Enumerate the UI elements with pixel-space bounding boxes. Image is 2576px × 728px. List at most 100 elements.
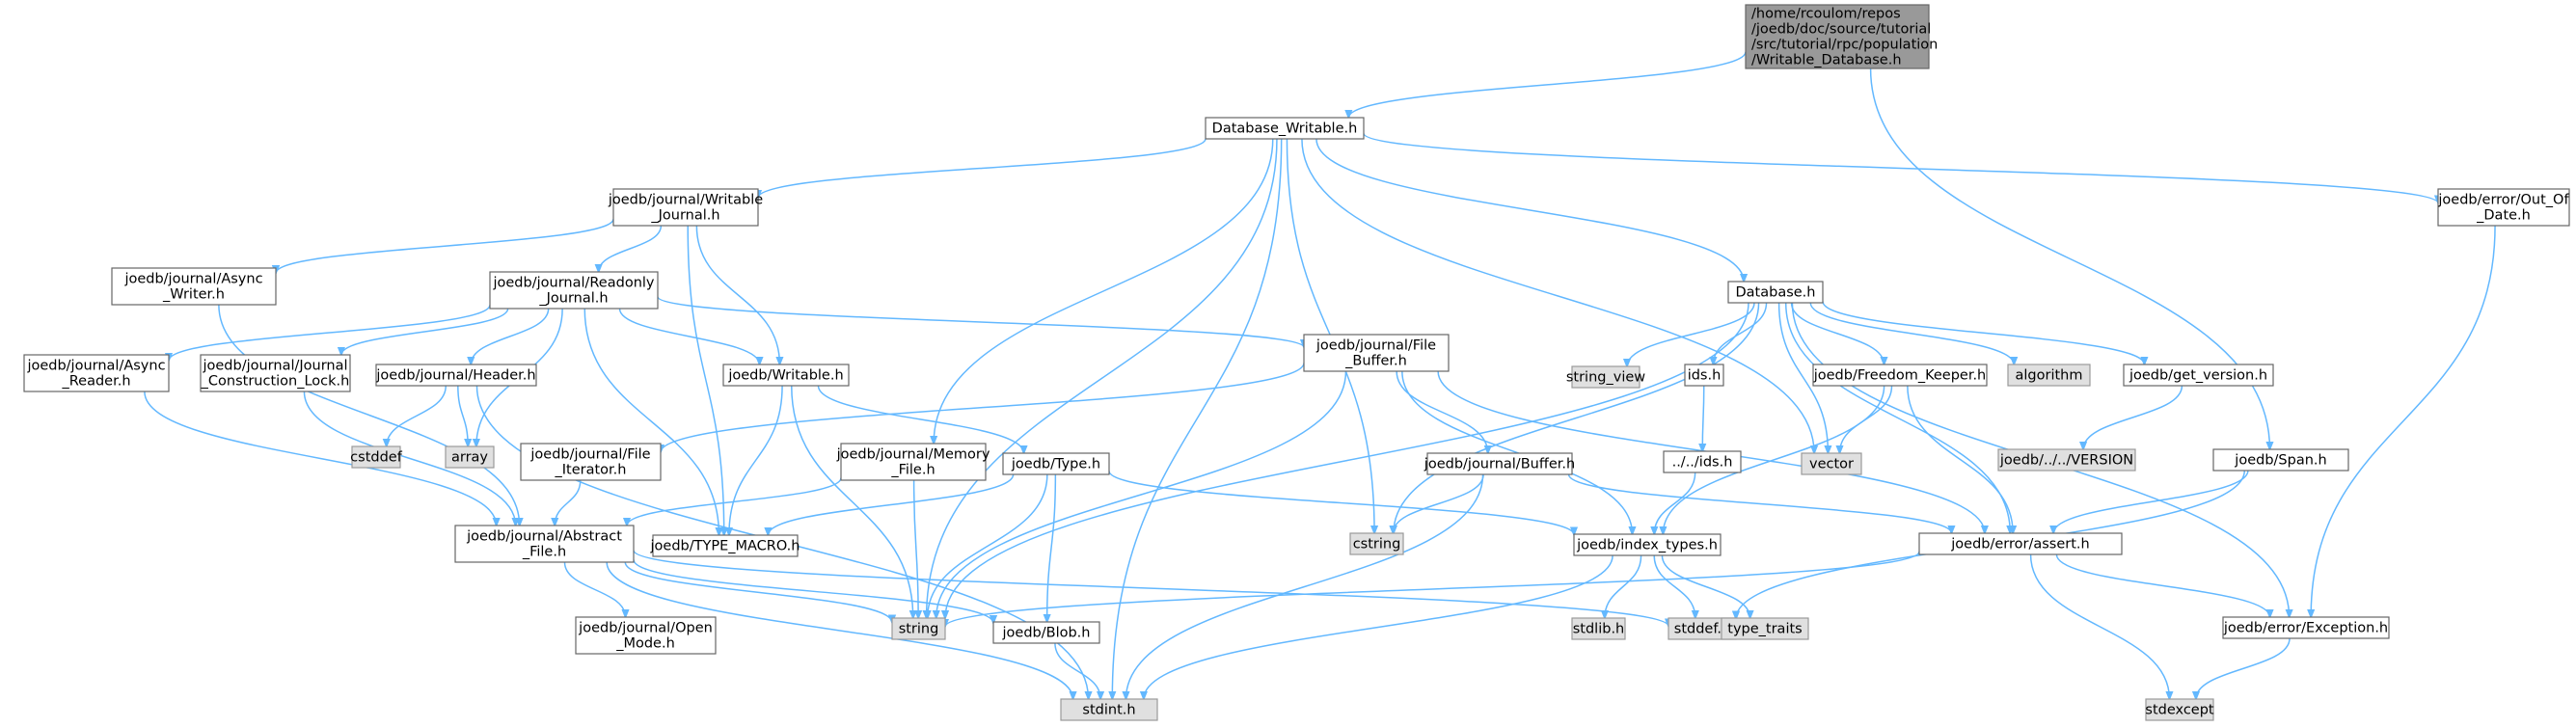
edge-db-to-cstring (1394, 302, 1760, 533)
edge-ids-to-ids2 (1702, 385, 1704, 451)
node-label: /home/rcoulom/repos (1751, 7, 1901, 22)
node-box (1002, 452, 1110, 475)
edge-af-to-string (624, 561, 892, 623)
node-ver[interactable]: joedb/../../VERSION (1997, 448, 2136, 472)
node-label: _Reader.h (61, 374, 130, 390)
node-label: ../../ids.h (1672, 455, 1733, 471)
node-aw[interactable]: joedb/journal/Async_Writer.h (111, 267, 277, 306)
node-box (2145, 698, 2214, 721)
node-label: joedb/error/assert.h (1950, 537, 2089, 553)
node-root[interactable]: /home/rcoulom/repos/joedb/doc/source/tut… (1745, 4, 1938, 69)
edge-it-to-tt (1661, 554, 1749, 618)
edge-db-to-alg (1809, 302, 2014, 364)
node-fk[interactable]: joedb/Freedom_Keeper.h (1812, 364, 1988, 387)
node-ar[interactable]: joedb/journal/Async_Reader.h (23, 354, 170, 392)
node-fb[interactable]: joedb/journal/File_Buffer.h (1303, 334, 1450, 372)
node-assert[interactable]: joedb/error/assert.h (1918, 532, 2123, 555)
edge-wr-to-tm (729, 385, 783, 535)
node-rj[interactable]: joedb/journal/Readonly_Journal.h (489, 271, 659, 310)
edge-db-to-fk (1790, 302, 1885, 364)
edge-aw-to-af (218, 304, 520, 526)
node-stdlib[interactable]: stdlib.h (1571, 617, 1626, 640)
node-cstring[interactable]: cstring (1349, 532, 1404, 555)
node-wj[interactable]: joedb/journal/Writable_Journal.h (608, 188, 763, 227)
node-blob[interactable]: joedb/Blob.h (992, 621, 1100, 644)
node-label: joedb/Freedom_Keeper.h (1813, 368, 1987, 384)
edge-type-to-tm (768, 473, 1015, 535)
edge-root-to-dbw (1348, 51, 1747, 118)
node-sv[interactable]: string_view (1566, 365, 1645, 389)
node-label: stdint.h (1082, 703, 1135, 718)
edge-ids2-to-it (1654, 472, 1696, 534)
node-fi[interactable]: joedb/journal/File_Iterator.h (520, 443, 662, 481)
node-it[interactable]: joedb/index_types.h (1573, 533, 1722, 556)
node-box (891, 617, 946, 640)
node-span[interactable]: joedb/Span.h (2212, 448, 2349, 472)
node-label: ids.h (1688, 368, 1722, 384)
edge-type-to-it (1108, 471, 1574, 535)
node-dbw[interactable]: Database_Writable.h (1205, 117, 1365, 140)
edge-assert-to-stdexcept (2029, 553, 2170, 699)
edge-db-to-ids (1713, 302, 1768, 364)
edge-db-to-gv (1822, 301, 2144, 364)
node-box (652, 534, 799, 557)
node-mf[interactable]: joedb/journal/Memory_File.h (836, 443, 990, 481)
node-wr[interactable]: joedb/Writable.h (722, 364, 850, 387)
node-label: stdexcept (2145, 703, 2214, 718)
node-label: type_traits (1727, 622, 1802, 637)
node-tm[interactable]: joedb/TYPE_MACRO.h (650, 534, 800, 557)
edge-type-to-string (928, 473, 1048, 618)
node-box (1801, 452, 1862, 475)
node-label: _Journal.h (650, 208, 719, 224)
node-label: joedb/journal/Async (123, 272, 262, 287)
node-stdint[interactable]: stdint.h (1060, 698, 1158, 721)
node-stdexcept[interactable]: stdexcept (2145, 698, 2214, 721)
node-db[interactable]: Database.h (1727, 281, 1824, 304)
node-label: string_view (1566, 370, 1645, 386)
node-label: joedb/error/Out_Of (2437, 193, 2569, 208)
node-box (2222, 616, 2390, 639)
node-box (1349, 532, 1404, 555)
edge-buf-to-stdint (1125, 473, 1484, 699)
node-label: joedb/journal/Open (578, 621, 713, 636)
node-cstddef[interactable]: cstddef (350, 445, 403, 469)
node-label: /src/tutorial/rpc/population (1751, 38, 1938, 53)
node-array[interactable]: array (445, 445, 495, 469)
node-box (1684, 364, 1724, 387)
node-label: joedb/journal/File (529, 447, 650, 463)
node-label: Database.h (1736, 285, 1816, 301)
node-ood[interactable]: joedb/error/Out_Of_Date.h (2437, 188, 2570, 227)
edge-span-to-assert (2053, 470, 2249, 533)
edge-af-to-blob (633, 559, 993, 623)
node-label: _Buffer.h (1344, 354, 1407, 369)
node-buf[interactable]: joedb/journal/Buffer.h (1424, 452, 1575, 475)
node-label: cstddef (350, 450, 403, 466)
node-af[interactable]: joedb/journal/Abstract_File.h (454, 525, 635, 563)
node-hdr[interactable]: joedb/journal/Header.h (375, 364, 537, 387)
node-ids[interactable]: ids.h (1684, 364, 1724, 387)
edge-root-to-span (1869, 67, 2270, 449)
node-ids2[interactable]: ../../ids.h (1663, 450, 1742, 473)
node-box (1205, 117, 1365, 140)
node-gv[interactable]: joedb/get_version.h (2123, 364, 2274, 387)
node-label: joedb/Writable.h (727, 368, 843, 384)
node-exc[interactable]: joedb/error/Exception.h (2222, 616, 2390, 639)
node-alg[interactable]: algorithm (2007, 364, 2091, 387)
node-om[interactable]: joedb/journal/Open_Mode.h (575, 616, 717, 655)
node-label: stddef.h (1674, 622, 1730, 637)
node-stddef[interactable]: stddef.h (1668, 617, 1737, 640)
node-box (2007, 364, 2091, 387)
node-box (351, 445, 401, 469)
node-type[interactable]: joedb/Type.h (1002, 452, 1110, 475)
node-vector[interactable]: vector (1801, 452, 1862, 475)
edge-rj-to-wr (618, 308, 760, 364)
node-tt[interactable]: type_traits (1721, 617, 1809, 640)
node-box (840, 443, 987, 481)
node-label: joedb/error/Exception.h (2223, 621, 2388, 636)
node-label: joedb/journal/Header.h (375, 368, 535, 384)
node-jcl[interactable]: joedb/journal/Journal_Construction_Lock.… (200, 354, 351, 392)
node-label: vector (1809, 457, 1854, 472)
edge-fb-to-string (936, 370, 1347, 618)
node-string[interactable]: string (891, 617, 946, 640)
node-box (1812, 364, 1988, 387)
